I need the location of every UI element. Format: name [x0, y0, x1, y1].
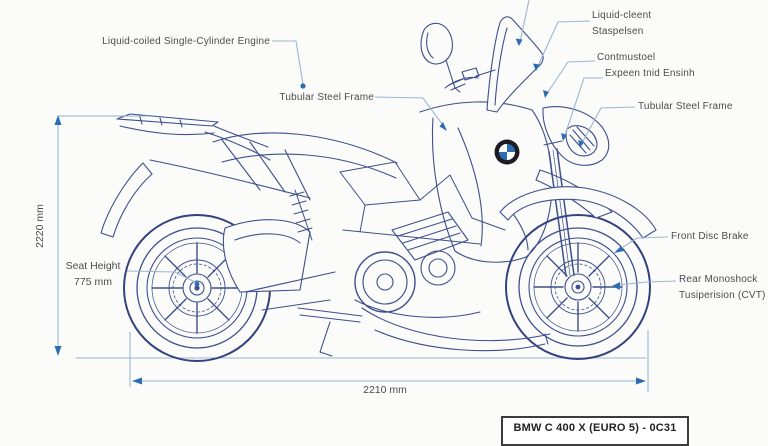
callout-frame-left: Tubular Steel Frame	[279, 92, 374, 103]
windscreen	[486, 16, 544, 113]
rear-shock	[289, 189, 313, 241]
rear-rack	[116, 113, 271, 161]
callout-frame-right: Tubular Steel Frame	[638, 101, 733, 112]
front-wheel	[505, 214, 651, 360]
cvt-cover	[222, 219, 336, 311]
callout-windscreen-line2: Staspelsen	[592, 25, 644, 37]
overall-length-dimension: 2210 mm	[363, 384, 407, 396]
seat-height-value: 775 mm	[74, 275, 112, 288]
leader-engine	[272, 40, 304, 85]
dimension-lines	[54, 115, 649, 392]
page: { "diagram": { "subject": "BMW C 400 X m…	[34, 0, 766, 446]
front-fork	[543, 140, 575, 277]
engine	[354, 211, 481, 318]
callout-windscreen: Liquid-cleent Staspelsen	[592, 8, 651, 39]
leader-windscreen	[536, 20, 591, 69]
overall-height-dimension: 2220 mm	[34, 204, 46, 248]
seat-height-label: Seat Height 775 mm	[56, 259, 130, 291]
callout-monoshock-line1: Rear Monoshock	[679, 274, 758, 285]
seat-height-title: Seat Height	[65, 260, 121, 272]
headlight	[542, 106, 610, 166]
leader-cowl-2	[563, 77, 603, 139]
leader-monoshock	[615, 280, 677, 286]
title-block: BMW C 400 X (EURO 5) - 0C31	[501, 416, 689, 446]
callout-monoshock-line2: Tusiperision (CVT)	[679, 289, 766, 301]
bmw-logo-icon	[494, 139, 520, 165]
handlebar	[444, 67, 496, 91]
leader-top-cutoff	[519, 0, 530, 43]
rear-mudguard	[100, 162, 153, 238]
leader-seat-height	[126, 270, 196, 283]
leader-lines	[126, 0, 677, 290]
callout-monoshock: Rear Monoshock Tusiperision (CVT)	[679, 272, 766, 303]
frame-trellis	[339, 161, 506, 245]
leader-frame-right	[580, 106, 636, 146]
bike-diagram-svg	[54, 0, 677, 392]
callout-cowl-line2: Expeen tnid Ensinh	[605, 68, 695, 79]
callout-windscreen-line1: Liquid-cleent	[592, 10, 652, 21]
callout-front-brake: Front Disc Brake	[671, 231, 749, 242]
leader-front-brake	[616, 236, 669, 252]
mirror	[420, 22, 461, 93]
seat	[149, 132, 398, 201]
leader-cowl-1	[545, 60, 596, 96]
rear-wheel	[123, 214, 271, 362]
exhaust	[297, 307, 551, 357]
front-fender	[499, 186, 657, 239]
callout-cowl-line1: Contmustoel	[597, 52, 656, 63]
fairing	[419, 101, 553, 263]
blueprint-stage: Liquid-coiled Single-Cylinder Engine Tub…	[34, 0, 766, 446]
leader-frame-left	[374, 96, 446, 129]
callout-engine: Liquid-coiled Single-Cylinder Engine	[102, 36, 270, 47]
